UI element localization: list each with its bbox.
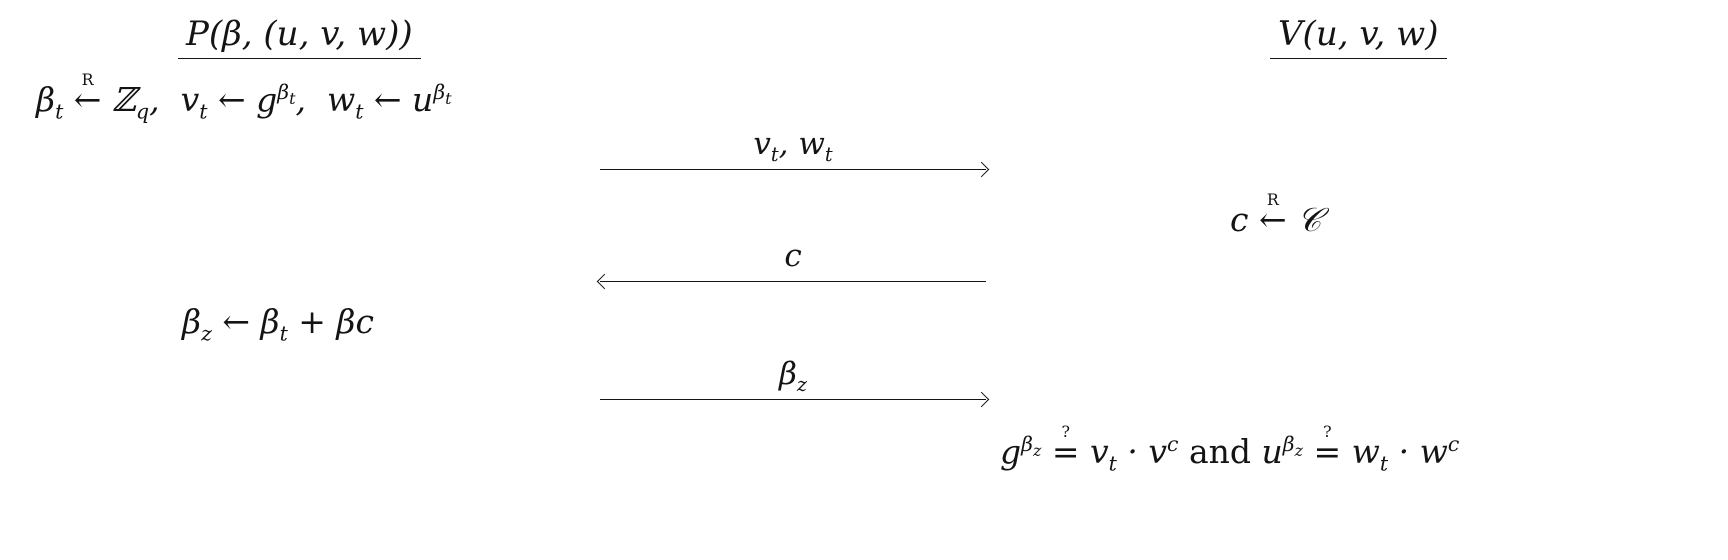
verifier-challenge-line: c R← 𝒞 xyxy=(1230,189,1322,239)
message-commitment-label: vt, wt xyxy=(753,126,833,167)
message-response-label: βz xyxy=(778,356,808,397)
verifier-header: V(u, v, w) xyxy=(1270,12,1447,59)
message-response-line xyxy=(600,391,990,407)
message-commitment-line xyxy=(600,161,990,177)
arrowhead-right-icon xyxy=(973,391,990,407)
prover-commit-line: βt R← ℤq, vt ← gβt, wt ← uβt xyxy=(36,69,452,124)
arrowhead-right-icon xyxy=(973,161,990,177)
prover-header: P(β, (u, v, w)) xyxy=(178,12,421,59)
message-challenge-line xyxy=(596,273,986,289)
verifier-check-line: gβz ?= vt · vc and uβz ?= wt · wc xyxy=(1000,421,1460,476)
message-response: βz xyxy=(600,356,990,407)
arrowhead-left-icon xyxy=(596,273,613,289)
prover-response-line: βz ← βt + βc xyxy=(182,302,374,346)
message-commitment: vt, wt xyxy=(600,126,990,177)
message-challenge: c xyxy=(596,238,986,289)
message-challenge-label: c xyxy=(784,238,802,274)
